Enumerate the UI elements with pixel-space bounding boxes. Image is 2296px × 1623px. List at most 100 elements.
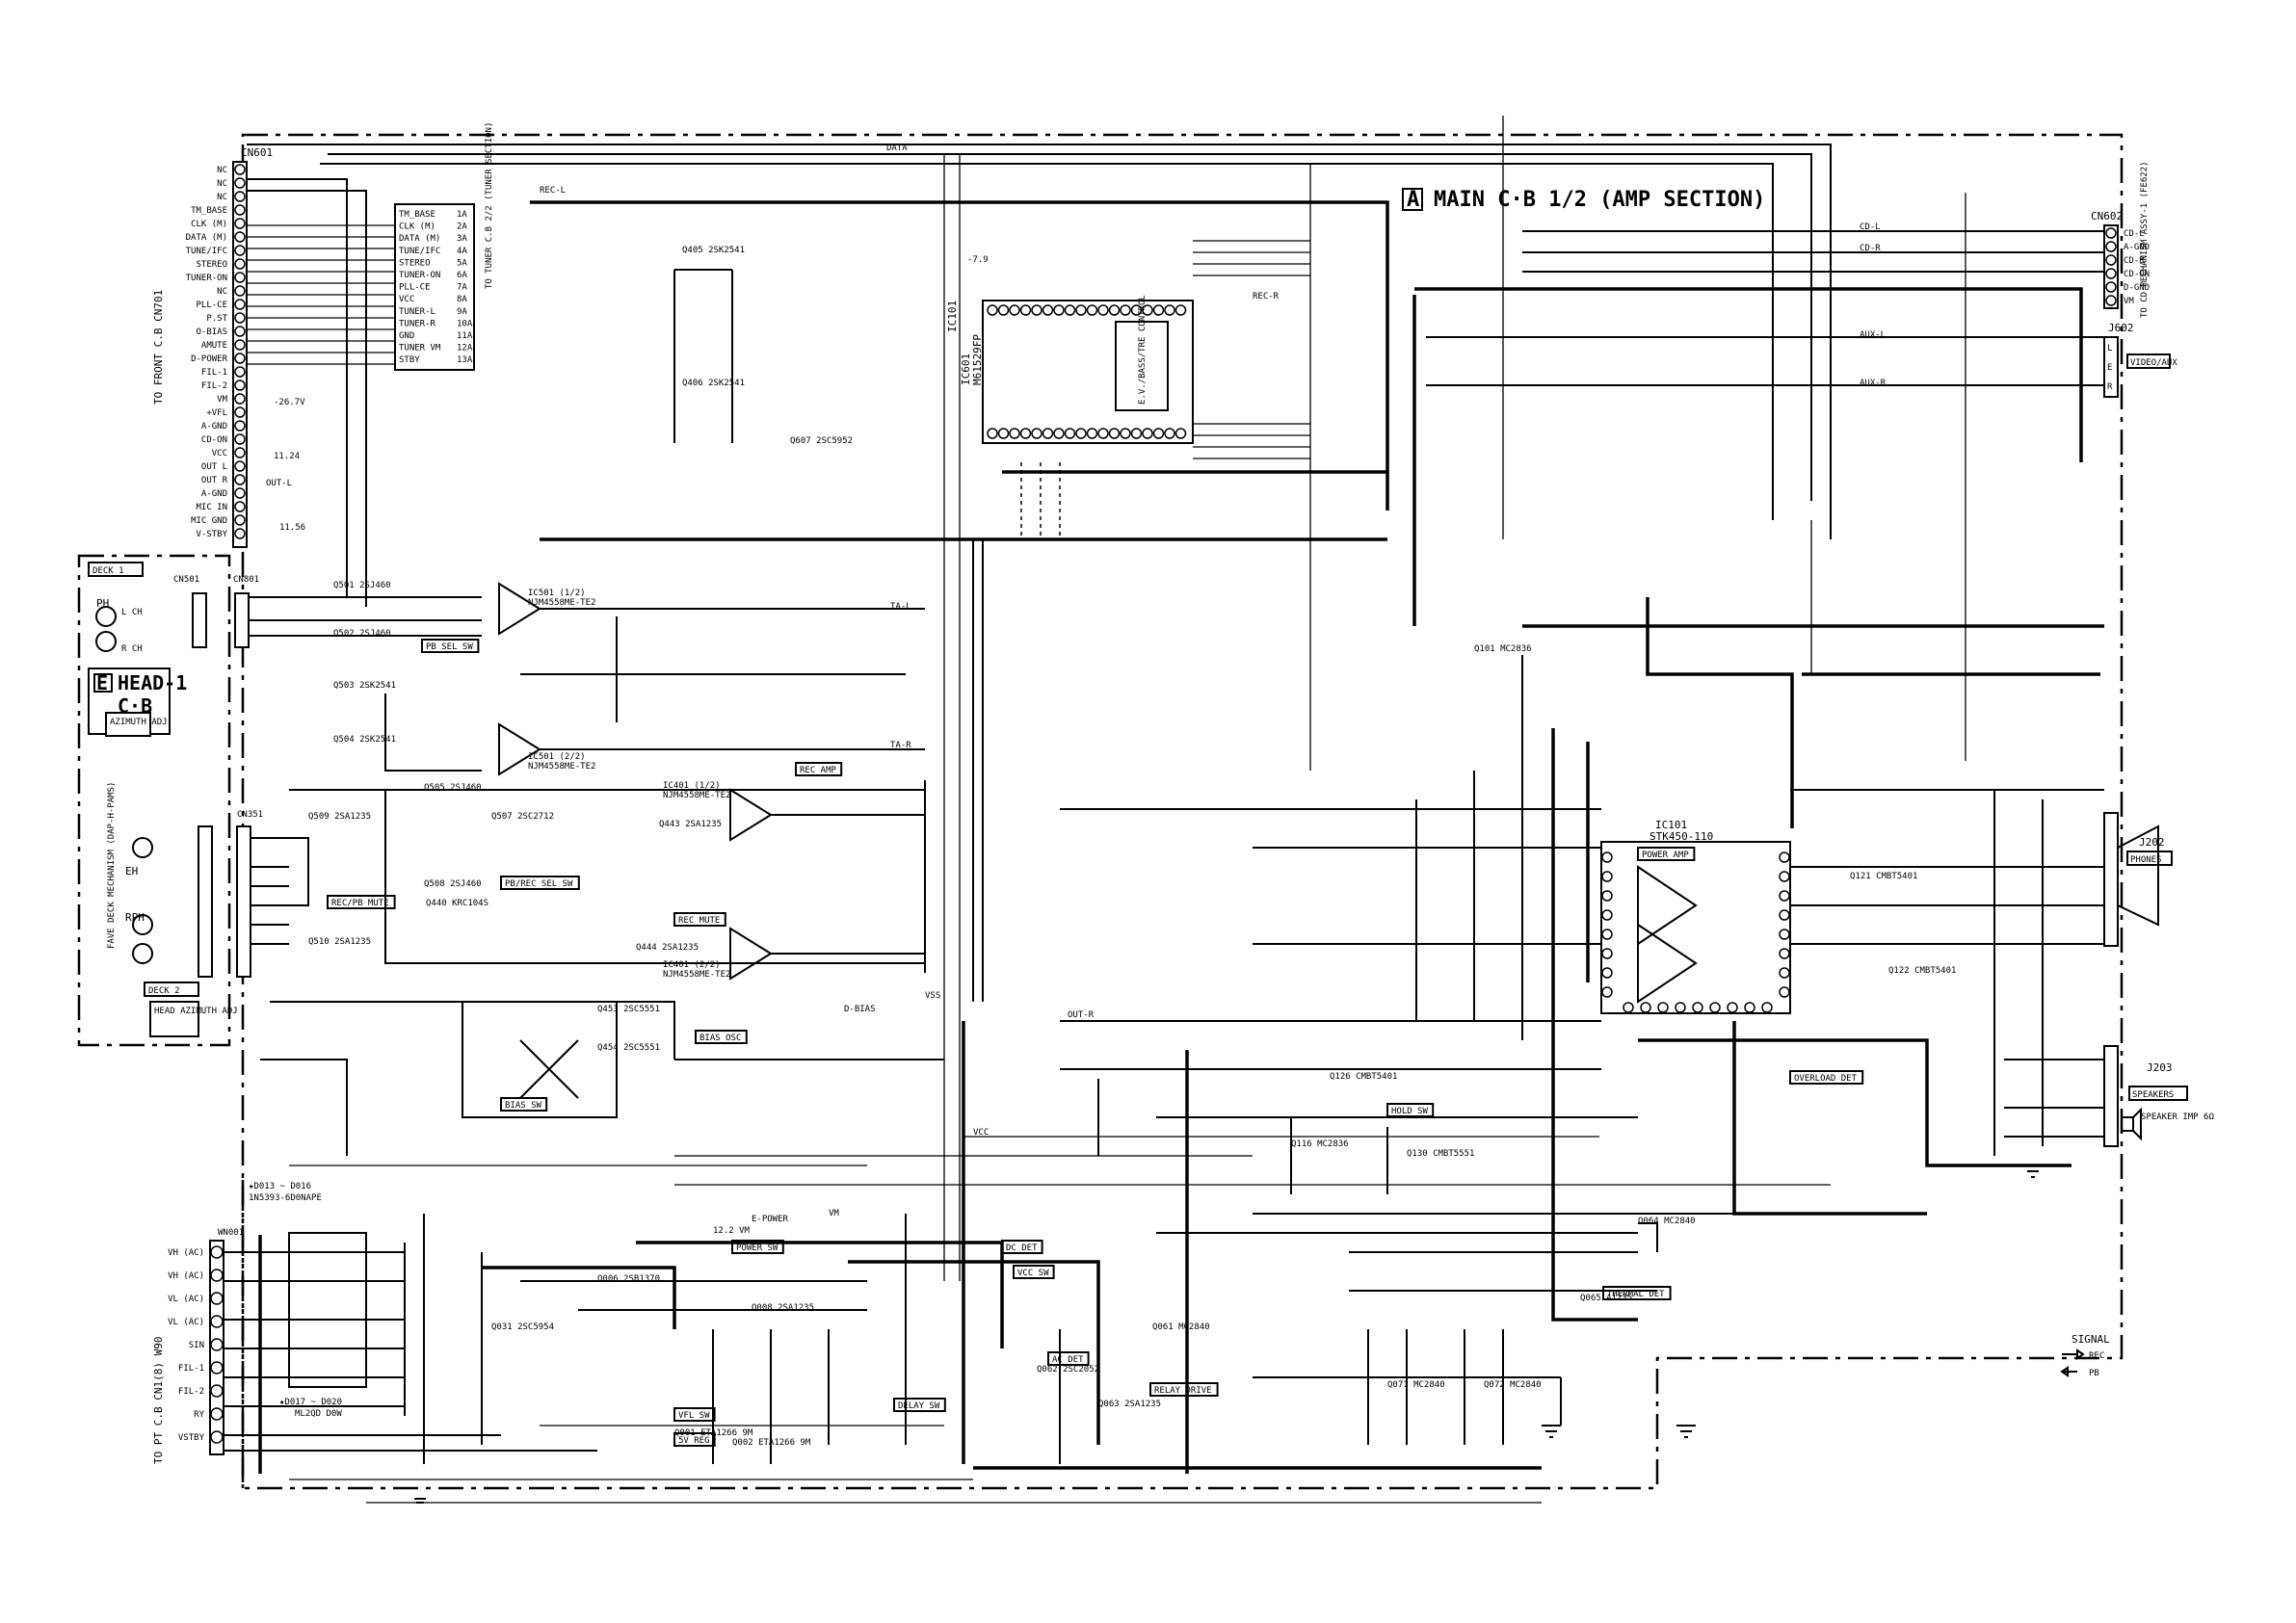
cn602-pin-label: CD-L <box>2124 229 2145 239</box>
cn601-pin <box>234 245 246 256</box>
cn601-pin-label: VM <box>217 395 227 405</box>
net-label: VCC <box>973 1128 989 1138</box>
cn601-pin-label: D-POWER <box>191 354 228 364</box>
semiconductor-label: Q509 2SA1235 <box>308 812 371 822</box>
net-label: AUX-R <box>1860 379 1887 388</box>
cn601-pin-label: CLK (M) <box>191 220 227 229</box>
function-box <box>893 1398 946 1412</box>
tuner-pin-number: 8A <box>457 295 467 304</box>
cn601-pin-label: P.ST <box>206 314 227 324</box>
cn601-pin-label: V-STBY <box>196 530 227 539</box>
semiconductor-label: Q504 2SK2541 <box>333 735 396 745</box>
function-box <box>327 895 396 909</box>
cn601-pin-label: FIL-1 <box>201 368 227 378</box>
tuner-pin-label: STEREO <box>399 258 431 268</box>
ic101-pin <box>1601 986 1613 998</box>
head-board-letter: E <box>96 671 108 694</box>
rph-label: RPH <box>125 911 145 924</box>
wn001-pin <box>210 1361 224 1374</box>
cn801-name: CN801 <box>233 575 259 585</box>
function-box <box>673 1432 716 1447</box>
tuner-pin-number: 6A <box>457 271 467 280</box>
wn001-name: WN001 <box>218 1228 244 1238</box>
wn001-pin-label: VL (AC) <box>168 1318 204 1327</box>
to-pt-label: TO PT C.B CN1(8) W90 <box>152 1337 165 1464</box>
cn601-pin <box>234 299 246 310</box>
ic601-pin <box>1031 428 1042 439</box>
function-box <box>421 639 480 653</box>
cn601-pin <box>234 258 246 270</box>
function-box-label: AC DET <box>1052 1355 1084 1365</box>
ic601-pin <box>1097 304 1109 316</box>
semiconductor-label: Q116 MC2836 <box>1291 1139 1349 1149</box>
ic601-pin <box>1152 428 1165 439</box>
wn001-pin <box>210 1407 224 1421</box>
net-label: REC-R <box>1253 292 1280 301</box>
function-box-label: VCC SW <box>1017 1269 1049 1278</box>
section-title: A MAIN C·B 1/2 (AMP SECTION) <box>1402 188 1765 212</box>
cn601-pin <box>234 204 246 216</box>
net-label: 11.56 <box>279 523 305 533</box>
board-outline <box>241 133 2124 1490</box>
ic601-pin <box>1130 304 1143 316</box>
ic601-pin <box>1130 428 1143 439</box>
semiconductor-label: Q121 CMBT5401 <box>1850 872 1917 881</box>
ic601-pin <box>1108 428 1121 439</box>
wn001-pin <box>210 1245 224 1259</box>
function-box-label: PB/REC SEL SW <box>505 879 573 889</box>
tuner-pin-label: VCC <box>399 295 414 304</box>
ic601-pin <box>1164 428 1175 439</box>
cn601-pin-label: A-GND <box>201 489 227 499</box>
net-label: VSS <box>925 991 940 1001</box>
ic501a-symbol <box>498 582 541 636</box>
cn602-pin <box>2105 254 2117 266</box>
diode-note-3: ★D017 ~ D020 <box>279 1398 342 1407</box>
semiconductor-label: Q006 2SB1370 <box>597 1274 660 1284</box>
tuner-pin-label: TUNER-ON <box>399 271 440 280</box>
function-box <box>695 1030 748 1044</box>
semiconductor-label: Q440 KRC104S <box>426 899 488 908</box>
ic101-pin <box>1601 871 1613 882</box>
ic401b-part: NJM4558ME-TE2 <box>663 970 730 980</box>
tuner-pin-label: PLL-CE <box>399 283 431 293</box>
ic101-pin <box>1601 929 1613 940</box>
wn001-pin-label: FIL-1 <box>178 1364 204 1374</box>
ic601-pin <box>987 428 998 439</box>
cn601-pin-label: DATA (M) <box>186 233 227 243</box>
ic101-pin <box>1779 986 1790 998</box>
cn601-pin-label: TUNER-ON <box>186 274 227 283</box>
video-conn-label: VIDEO/AUX <box>2130 358 2177 368</box>
semiconductor-label: Q122 CMBT5401 <box>1888 966 1956 976</box>
semiconductor-label: Q405 2SK2541 <box>682 246 745 255</box>
wn001-pin-label: VSTBY <box>178 1433 205 1443</box>
cn601-pin <box>234 285 246 297</box>
cn601-pin <box>234 514 246 526</box>
ic101-pin <box>1744 1002 1755 1013</box>
head-azimuth-adj-label: HEAD AZIMUTH ADJ <box>154 1007 238 1016</box>
ic601-pin <box>1086 428 1098 439</box>
tuner-pin-number: 1A <box>457 210 467 220</box>
ic601-pin <box>1031 304 1042 316</box>
tuner-pin-number: 5A <box>457 258 467 268</box>
function-box-label: THERMAL DET <box>1607 1290 1665 1299</box>
wn001-pin <box>210 1430 224 1444</box>
net-label: OUT-R <box>1068 1010 1095 1020</box>
ic601-pin <box>997 304 1010 316</box>
cn602-pin-label: A-GND <box>2124 243 2150 252</box>
ic601-pin <box>1042 304 1054 316</box>
tuner-pin-label: TM_BASE <box>399 210 435 220</box>
cn601-pin-label: TUNE/IFC <box>186 247 227 256</box>
head-board-outline <box>77 554 231 1047</box>
semiconductor-label: Q503 2SK2541 <box>333 681 396 691</box>
cn602-name: CN602 <box>2091 210 2123 223</box>
ic101: IC101 STK450-110 <box>1600 819 1791 1014</box>
cn601-pin <box>234 339 246 351</box>
jack-j602: J602 LER VIDEO/AUX <box>2103 322 2177 398</box>
function-box <box>673 912 726 927</box>
tuner-pin-number: 13A <box>457 355 473 365</box>
cn602-pin-label: CD-R <box>2124 256 2145 266</box>
connector-cn501: CN501 CN801 CN351 <box>173 575 263 978</box>
cn601-pin-label: MIC GND <box>191 516 227 526</box>
